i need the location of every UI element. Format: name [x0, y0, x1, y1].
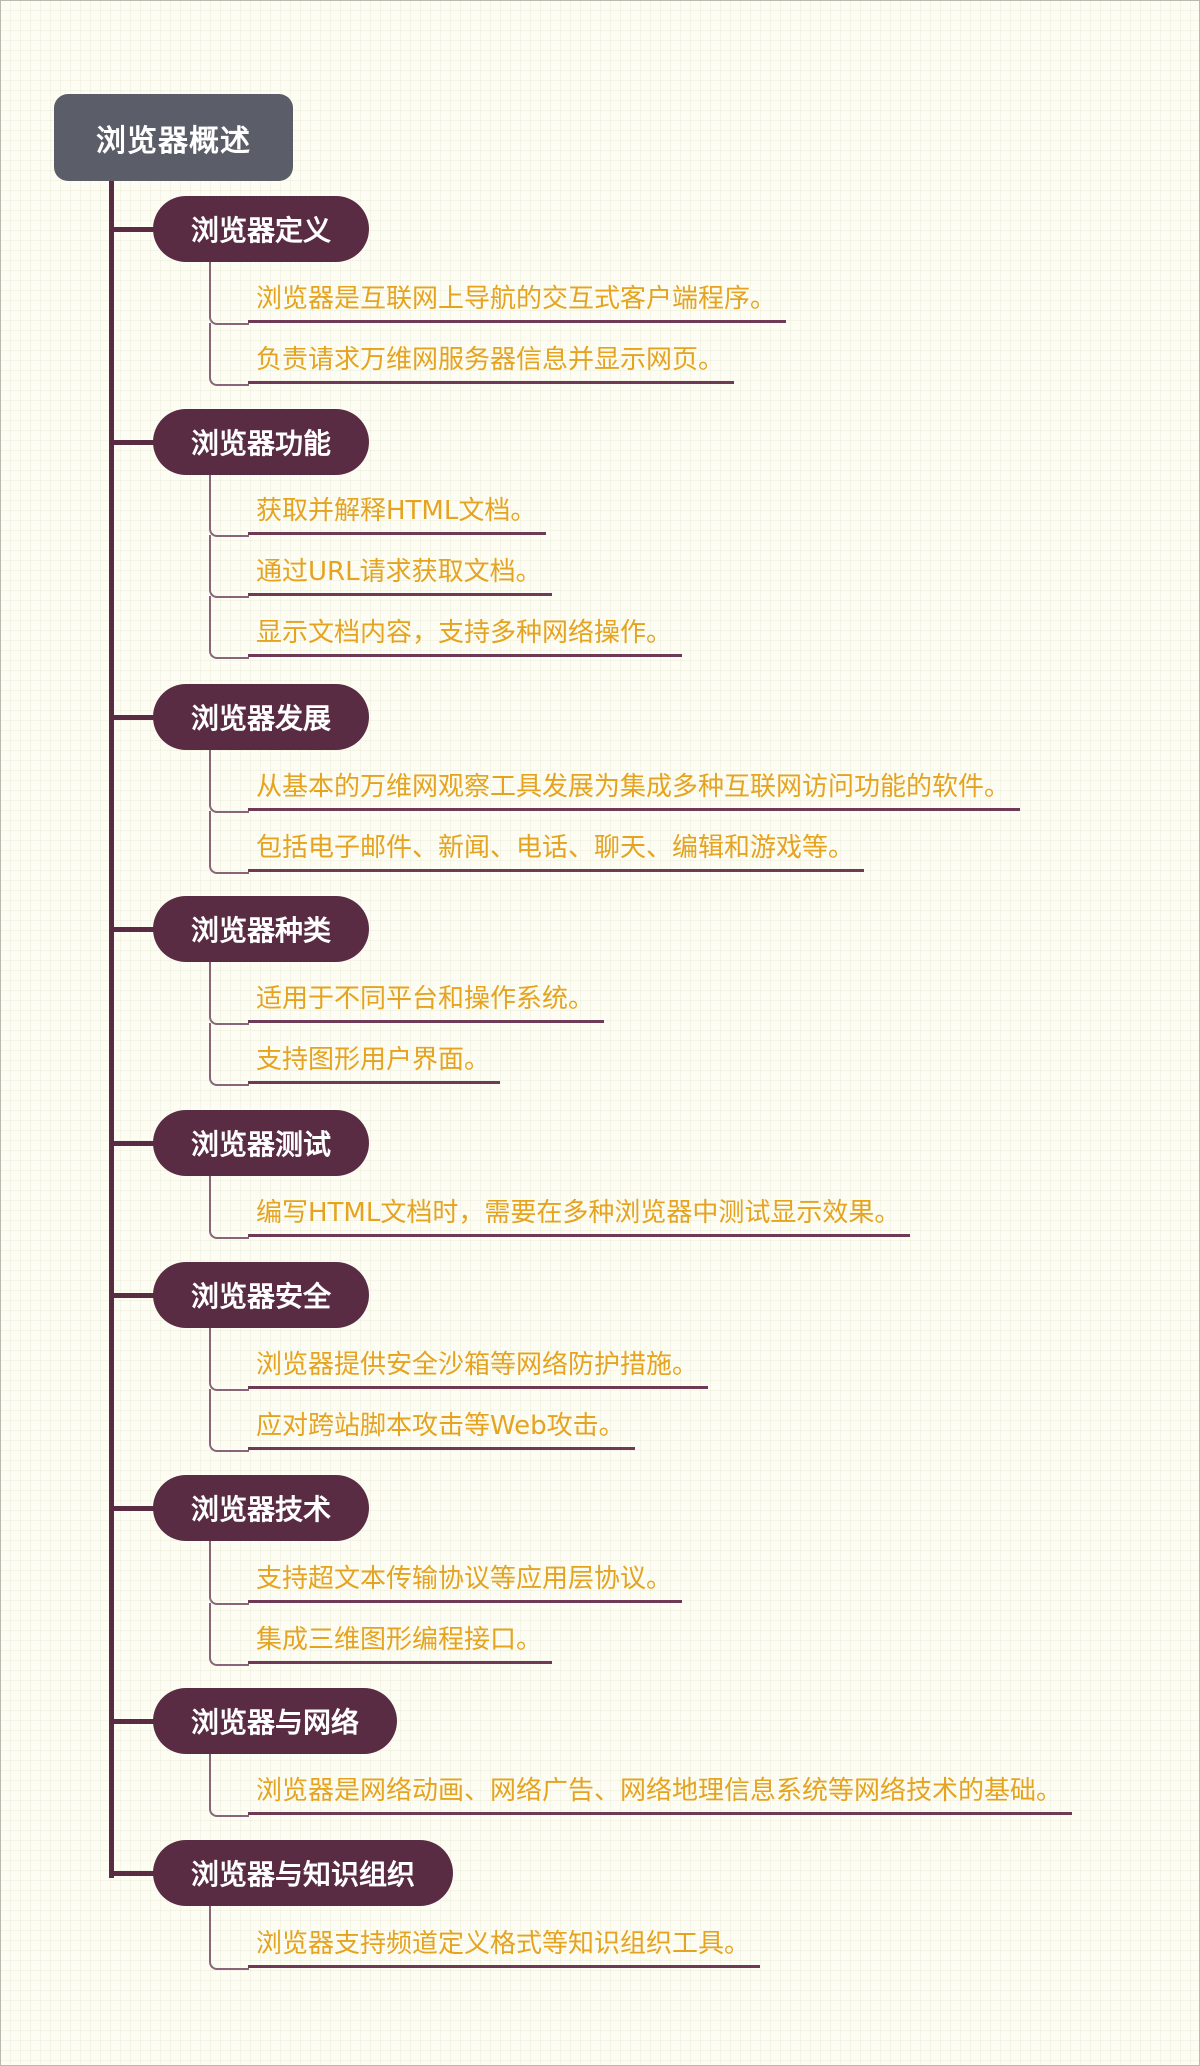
leaf-node-text: 集成三维图形编程接口。	[256, 1625, 543, 1655]
leaf-node[interactable]: 获取并解释HTML文档。	[248, 492, 547, 535]
leaf-node[interactable]: 浏览器支持频道定义格式等知识组织工具。	[248, 1925, 761, 1968]
leaf-node-text: 支持图形用户界面。	[256, 1045, 491, 1075]
leaf-node[interactable]: 从基本的万维网观察工具发展为集成多种互联网访问功能的软件。	[248, 768, 1021, 811]
leaf-connector	[209, 323, 249, 386]
leaf-node[interactable]: 应对跨站脚本攻击等Web攻击。	[248, 1407, 635, 1450]
leaf-node-text: 包括电子邮件、新闻、电话、聊天、编辑和游戏等。	[256, 833, 855, 863]
branch-node-label: 浏览器测试	[191, 1128, 332, 1161]
leaf-connector	[209, 535, 249, 598]
leaf-node[interactable]: 支持超文本传输协议等应用层协议。	[248, 1560, 683, 1603]
leaf-node-text: 编写HTML文档时，需要在多种浏览器中测试显示效果。	[256, 1198, 901, 1228]
branch-node[interactable]: 浏览器定义	[153, 196, 370, 262]
leaf-node[interactable]: 通过URL请求获取文档。	[248, 553, 552, 596]
leaf-node[interactable]: 显示文档内容，支持多种网络操作。	[248, 614, 683, 657]
leaf-connector	[209, 262, 249, 325]
branch-node-label: 浏览器与网络	[191, 1706, 360, 1739]
branch-node-label: 浏览器发展	[191, 702, 332, 735]
branch-node-label: 浏览器定义	[191, 214, 332, 247]
leaf-node-text: 支持超文本传输协议等应用层协议。	[256, 1564, 673, 1594]
leaf-node-text: 获取并解释HTML文档。	[256, 496, 537, 526]
branch-connector	[109, 1871, 161, 1876]
leaf-connector	[209, 1906, 249, 1970]
branch-node[interactable]: 浏览器测试	[153, 1110, 370, 1176]
branch-node[interactable]: 浏览器发展	[153, 684, 370, 750]
leaf-node[interactable]: 浏览器是互联网上导航的交互式客户端程序。	[248, 280, 787, 323]
branch-node[interactable]: 浏览器功能	[153, 409, 370, 475]
branch-node-label: 浏览器种类	[191, 914, 332, 947]
branch-connector	[109, 440, 161, 445]
leaf-node[interactable]: 支持图形用户界面。	[248, 1041, 501, 1084]
leaf-node-text: 通过URL请求获取文档。	[256, 557, 542, 587]
branch-connector	[109, 715, 161, 720]
leaf-node[interactable]: 包括电子邮件、新闻、电话、聊天、编辑和游戏等。	[248, 829, 865, 872]
branch-node[interactable]: 浏览器与知识组织	[153, 1840, 454, 1906]
branch-connector	[109, 1719, 161, 1724]
leaf-connector	[209, 1389, 249, 1452]
branch-connector	[109, 1293, 161, 1298]
root-node-label: 浏览器概述	[96, 123, 251, 159]
leaf-node-text: 浏览器是互联网上导航的交互式客户端程序。	[256, 284, 777, 314]
branch-connector	[109, 227, 161, 232]
branch-node[interactable]: 浏览器与网络	[153, 1688, 398, 1754]
leaf-connector	[209, 1541, 249, 1605]
leaf-connector	[209, 1754, 249, 1817]
branch-connector	[109, 1506, 161, 1511]
leaf-connector	[209, 596, 249, 659]
branch-node-label: 浏览器技术	[191, 1493, 332, 1526]
leaf-node-text: 显示文档内容，支持多种网络操作。	[256, 618, 673, 648]
leaf-node[interactable]: 浏览器是网络动画、网络广告、网络地理信息系统等网络技术的基础。	[248, 1772, 1073, 1815]
leaf-node-text: 应对跨站脚本攻击等Web攻击。	[256, 1411, 625, 1441]
leaf-connector	[209, 962, 249, 1025]
root-node[interactable]: 浏览器概述	[54, 94, 293, 181]
branch-node-label: 浏览器功能	[191, 427, 332, 460]
leaf-node-text: 浏览器是网络动画、网络广告、网络地理信息系统等网络技术的基础。	[256, 1776, 1063, 1806]
branch-node-label: 浏览器安全	[191, 1280, 332, 1313]
leaf-node[interactable]: 浏览器提供安全沙箱等网络防护措施。	[248, 1346, 709, 1389]
branch-connector	[109, 1141, 161, 1146]
leaf-connector	[209, 750, 249, 813]
leaf-node[interactable]: 编写HTML文档时，需要在多种浏览器中测试显示效果。	[248, 1194, 911, 1237]
branch-node[interactable]: 浏览器种类	[153, 896, 370, 962]
leaf-node-text: 负责请求万维网服务器信息并显示网页。	[256, 345, 725, 375]
leaf-node-text: 浏览器提供安全沙箱等网络防护措施。	[256, 1350, 699, 1380]
leaf-node[interactable]: 适用于不同平台和操作系统。	[248, 980, 605, 1023]
leaf-connector	[209, 811, 249, 874]
leaf-node[interactable]: 集成三维图形编程接口。	[248, 1621, 553, 1664]
branch-node-label: 浏览器与知识组织	[191, 1858, 416, 1891]
branch-connector	[109, 927, 161, 932]
leaf-node-text: 适用于不同平台和操作系统。	[256, 984, 595, 1014]
branch-node[interactable]: 浏览器技术	[153, 1475, 370, 1541]
leaf-node-text: 浏览器支持频道定义格式等知识组织工具。	[256, 1929, 751, 1959]
leaf-node[interactable]: 负责请求万维网服务器信息并显示网页。	[248, 341, 735, 384]
branch-node[interactable]: 浏览器安全	[153, 1262, 370, 1328]
leaf-connector	[209, 1603, 249, 1666]
leaf-connector	[209, 1176, 249, 1239]
mindmap-spine	[109, 180, 114, 1878]
leaf-connector	[209, 1023, 249, 1086]
leaf-connector	[209, 1328, 249, 1391]
leaf-node-text: 从基本的万维网观察工具发展为集成多种互联网访问功能的软件。	[256, 772, 1011, 802]
leaf-connector	[209, 475, 249, 537]
